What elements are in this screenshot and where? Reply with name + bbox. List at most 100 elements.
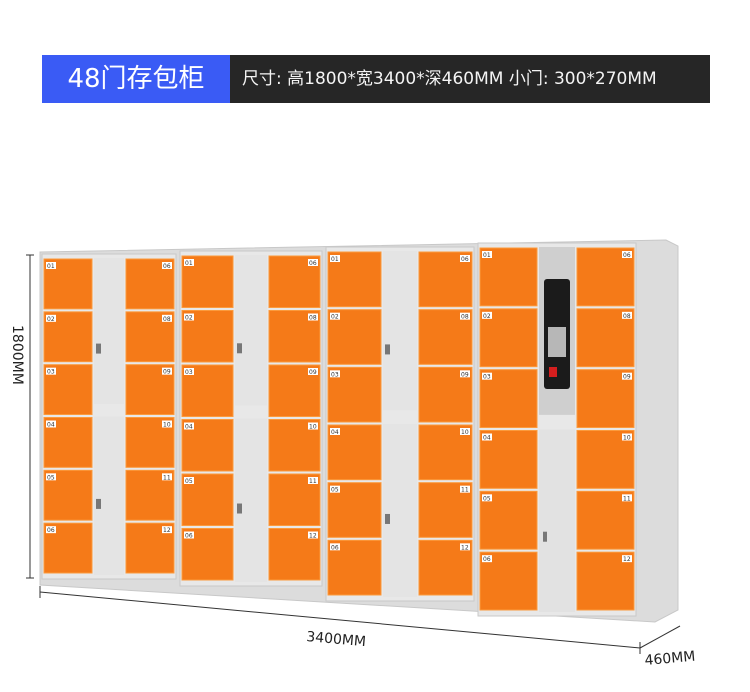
width-dimension: 3400MM — [39, 586, 641, 654]
door-number-tag — [46, 420, 56, 428]
door-number: 12 — [309, 533, 317, 540]
door-number: 09 — [461, 371, 469, 378]
door-number-tag — [46, 314, 56, 322]
door-number: 02 — [331, 314, 339, 321]
locker-door — [576, 430, 635, 489]
door-number: 10 — [623, 435, 631, 442]
door-number: 08 — [623, 313, 631, 320]
middle-door-lower — [94, 416, 124, 575]
lock-icon — [96, 498, 101, 509]
keypad-icon — [548, 327, 566, 357]
door-number: 03 — [483, 374, 491, 381]
door-number-tag — [308, 313, 318, 321]
door-number: 02 — [483, 313, 491, 320]
door-number: 04 — [331, 429, 339, 436]
door-number-tag — [482, 433, 492, 441]
locker-door — [327, 539, 382, 596]
door-number: 01 — [331, 256, 339, 263]
door-number: 03 — [185, 369, 193, 376]
door-number-tag — [622, 251, 632, 258]
door-number-tag — [162, 314, 172, 322]
height-label: 1800MM — [9, 325, 25, 385]
door-number: 11 — [309, 478, 317, 485]
door-number: 01 — [47, 263, 55, 270]
door-number: 08 — [163, 316, 171, 323]
door-number: 06 — [309, 260, 317, 267]
door-number-tag — [622, 433, 632, 441]
middle-door-upper — [235, 255, 267, 406]
door-number: 05 — [47, 474, 55, 481]
door-number-tag — [622, 494, 632, 502]
door-number: 05 — [185, 478, 193, 485]
middle-door-lower — [383, 424, 417, 597]
door-number: 04 — [185, 424, 193, 431]
door-number-tag — [184, 531, 194, 539]
door-number-tag — [46, 526, 56, 534]
locker-door — [576, 490, 635, 550]
door-number-tag — [184, 259, 194, 266]
middle-door-upper — [94, 258, 124, 404]
door-number-tag — [330, 543, 340, 551]
door-number: 04 — [47, 422, 55, 429]
door-number: 09 — [163, 369, 171, 376]
product-spec: 尺寸: 高1800*宽3400*深460MM 小门: 300*270MM — [230, 55, 710, 103]
middle-door-lower — [235, 418, 267, 582]
door-number-tag — [308, 477, 318, 484]
height-dimension: 1800MM — [9, 254, 34, 579]
door-number-tag — [162, 367, 172, 375]
door-number-tag — [162, 473, 172, 481]
lock-icon — [385, 513, 390, 524]
middle-door-upper — [383, 251, 417, 411]
door-number-tag — [46, 262, 56, 269]
locker-door — [268, 528, 321, 581]
door-number-tag — [162, 526, 172, 534]
door-number-tag — [482, 372, 492, 380]
door-number: 12 — [461, 544, 469, 551]
scanner-icon — [549, 367, 557, 377]
door-number: 05 — [483, 495, 491, 502]
locker-door — [125, 258, 175, 310]
door-number: 12 — [623, 556, 631, 563]
door-number-tag — [460, 543, 470, 551]
door-number: 06 — [623, 252, 631, 259]
door-number-tag — [330, 370, 340, 378]
door-number-tag — [622, 555, 632, 563]
door-number-tag — [308, 422, 318, 430]
door-number: 06 — [47, 527, 55, 534]
door-number-tag — [482, 494, 492, 502]
door-number: 02 — [185, 315, 193, 322]
door-number-tag — [184, 368, 194, 375]
door-number-tag — [460, 428, 470, 435]
lock-icon — [385, 344, 390, 355]
door-number-tag — [308, 259, 318, 266]
door-number-tag — [330, 428, 340, 435]
lock-icon — [96, 343, 101, 354]
locker-door — [43, 364, 93, 415]
door-number-tag — [308, 368, 318, 375]
door-number-tag — [482, 251, 492, 258]
door-number-tag — [460, 312, 470, 320]
middle-door-lower — [539, 429, 575, 612]
door-number-tag — [460, 370, 470, 378]
door-number: 05 — [331, 487, 339, 494]
door-number: 08 — [309, 315, 317, 322]
door-number-tag — [330, 485, 340, 493]
door-number: 06 — [461, 256, 469, 263]
door-number-tag — [482, 555, 492, 563]
door-number-tag — [162, 262, 172, 269]
door-number-tag — [162, 420, 172, 428]
door-number: 08 — [461, 314, 469, 321]
door-number-tag — [330, 312, 340, 320]
door-number: 11 — [461, 487, 469, 494]
door-number: 04 — [483, 435, 491, 442]
door-number: 02 — [47, 316, 55, 323]
door-number: 10 — [163, 422, 171, 429]
door-number: 10 — [461, 429, 469, 436]
title-banner: 48门存包柜 尺寸: 高1800*宽3400*深460MM 小门: 300*27… — [42, 55, 710, 103]
lock-icon — [237, 503, 242, 514]
door-number: 09 — [623, 374, 631, 381]
door-number: 06 — [483, 556, 491, 563]
door-number: 03 — [47, 369, 55, 376]
door-number-tag — [622, 311, 632, 319]
